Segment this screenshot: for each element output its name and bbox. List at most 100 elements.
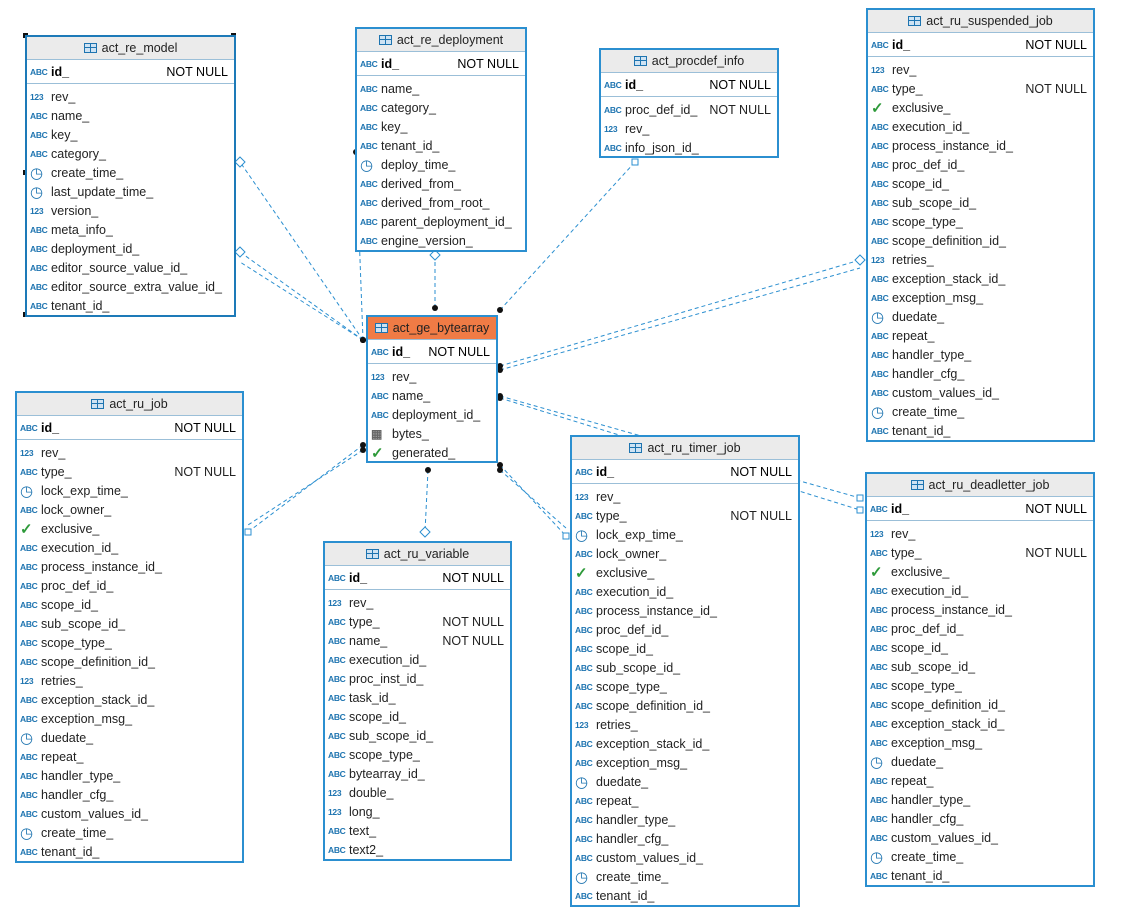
column-row[interactable]: ✓exclusive_ bbox=[867, 562, 1093, 581]
column-row[interactable]: ◷last_update_time_ bbox=[27, 182, 234, 201]
column-row[interactable]: ✓exclusive_ bbox=[572, 563, 798, 582]
relationship-line[interactable] bbox=[239, 261, 364, 341]
table-header[interactable]: act_re_model bbox=[27, 37, 234, 60]
column-row[interactable]: ◷create_time_ bbox=[867, 847, 1093, 866]
table-header[interactable]: act_ru_deadletter_job bbox=[867, 474, 1093, 497]
relationship-line[interactable] bbox=[499, 161, 636, 311]
relationship-line[interactable] bbox=[247, 444, 364, 533]
relationship-line[interactable] bbox=[239, 251, 364, 341]
column-row[interactable]: ✓generated_ bbox=[368, 443, 496, 462]
relationship-line[interactable] bbox=[499, 259, 861, 367]
column-row[interactable]: ◷create_time_ bbox=[17, 823, 242, 842]
column-row[interactable]: ✓exclusive_ bbox=[17, 519, 242, 538]
table-header[interactable]: act_ru_timer_job bbox=[572, 437, 798, 460]
column-row[interactable]: ✓exclusive_ bbox=[868, 98, 1093, 117]
column-row[interactable]: ◷create_time_ bbox=[572, 867, 798, 886]
relationship-line[interactable] bbox=[247, 449, 364, 526]
relationship-line[interactable] bbox=[499, 464, 567, 537]
column-row[interactable]: ◷duedate_ bbox=[572, 772, 798, 791]
table-header[interactable]: act_ge_bytearray bbox=[368, 317, 496, 340]
column-row[interactable]: ◷lock_exp_time_ bbox=[17, 481, 242, 500]
table-header[interactable]: act_re_deployment bbox=[357, 29, 525, 52]
column-row[interactable]: ◷create_time_ bbox=[868, 402, 1093, 421]
